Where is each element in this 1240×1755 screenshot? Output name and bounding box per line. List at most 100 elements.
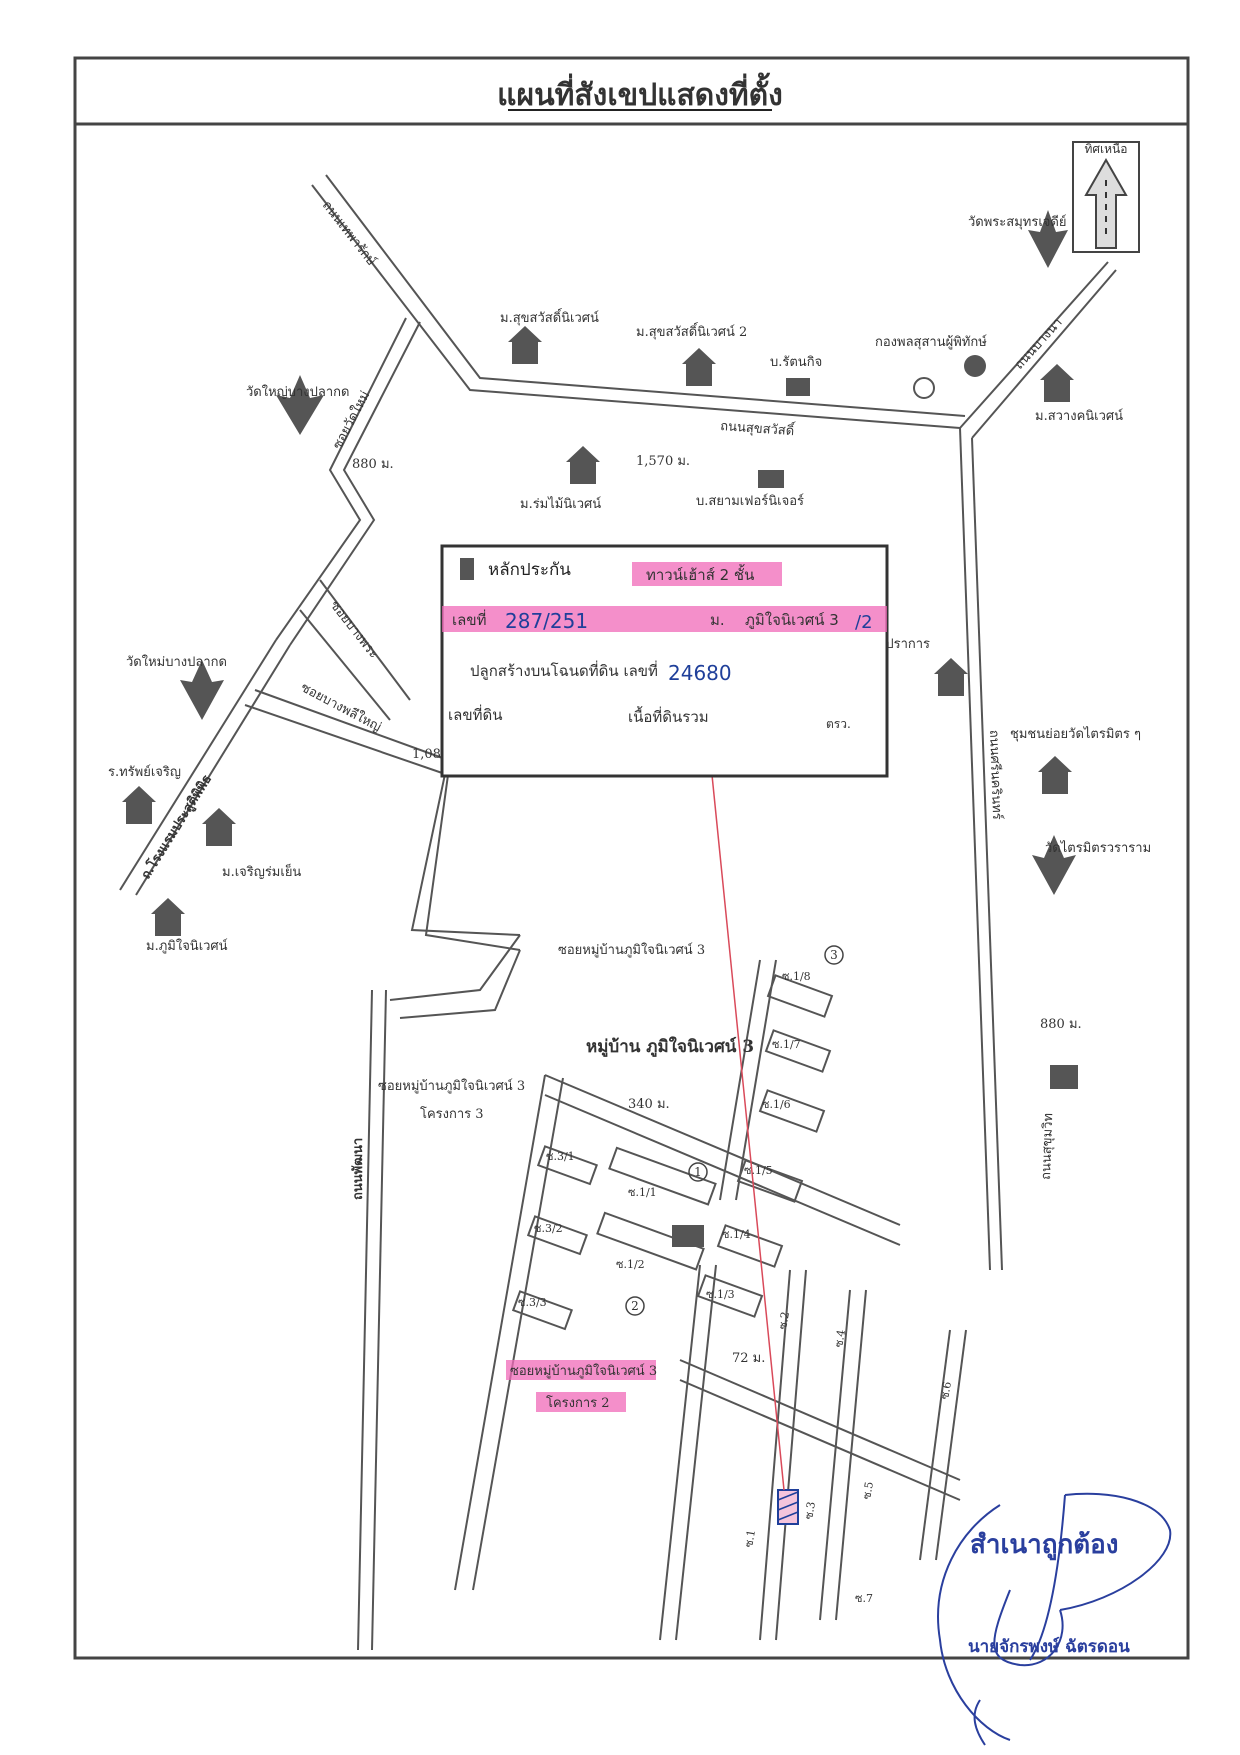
- temple-icon: [180, 660, 224, 720]
- road-label-right-vertical: ถนนศรีนครินทร์: [986, 730, 1005, 820]
- number-circle-icon: [625, 1296, 645, 1316]
- house-icon: [151, 898, 185, 936]
- building-icon: [758, 470, 784, 488]
- signature-scribble: [937, 1492, 1172, 1746]
- lane-label: ซ.1: [742, 1529, 758, 1549]
- temple-icon: [1028, 210, 1068, 268]
- lane-label: ซ.4: [832, 1329, 848, 1349]
- numbered-markers: 3 1 2: [625, 945, 844, 1316]
- landmark-label: ซอยหมู่บ้านภูมิใจนิเวศน์ 3: [558, 942, 705, 958]
- lane-label: ซ.1/8: [782, 970, 811, 983]
- house-icon: [202, 808, 236, 846]
- svg-text:2: 2: [631, 1299, 639, 1313]
- house-number-value: 287/251: [505, 609, 588, 633]
- signer-name: นายจักรพงษ์ ฉัตรดอน: [968, 1636, 1130, 1657]
- building-icon: [786, 378, 810, 396]
- certified-copy-text: สำเนาถูกต้อง: [970, 1530, 1118, 1561]
- lane-label: ซ.3/1: [546, 1150, 575, 1163]
- north-arrow-icon: [1072, 141, 1140, 253]
- road-label-top-horizontal: ถนนสุขสวัสดิ์: [720, 416, 797, 439]
- house-icon: [566, 446, 600, 484]
- landmark-label: ม.ภูมิใจนิเวศน์: [146, 938, 228, 954]
- lane-labels: ซ.1/8 ซ.1/7 ซ.1/6 ซ.1/5 ซ.3/1 ซ.1/1 ซ.1/…: [518, 970, 954, 1605]
- distance-label: 72 ม.: [732, 1351, 765, 1366]
- lane-label: ซ.6: [938, 1381, 954, 1401]
- road-network: [119, 174, 1117, 1651]
- lane-label: ซ.1/4: [722, 1228, 751, 1241]
- pointer-line: [711, 774, 785, 1491]
- landmark-icons: [122, 210, 1078, 1089]
- landmark-label: ร.ทรัพย์เจริญ: [108, 764, 181, 780]
- lane-label: ซ.1/1: [628, 1186, 657, 1199]
- landmark-label: บ.สยามเฟอร์นิเจอร์: [696, 493, 804, 509]
- village-office-icon: [672, 1225, 704, 1247]
- landmark-label: ซอยหมู่บ้านภูมิใจนิเวศน์ 3: [378, 1078, 525, 1094]
- svg-text:1: 1: [694, 1165, 702, 1179]
- landmark-label: วัดใหญ่บางปลากด: [246, 384, 349, 400]
- certification-stamp: สำเนาถูกต้อง นายจักรพงษ์ ฉัตรดอน: [937, 1492, 1172, 1746]
- lane-label: ซ.1/7: [772, 1038, 801, 1051]
- map-title: แผนที่สังเขปแสดงที่ตั้ง: [497, 72, 783, 113]
- highlighted-labels: ซอยหมู่บ้านภูมิใจนิเวศน์ 3 โครงการ 2: [506, 1360, 657, 1412]
- number-circle-icon: [688, 1162, 708, 1182]
- circle-icon: [913, 377, 935, 399]
- landmark-label: ม.สุขสวัสดิ์นิเวศน์: [500, 308, 599, 326]
- lane-label: ซ.1/5: [744, 1164, 773, 1177]
- village-label: ม.: [710, 611, 725, 629]
- lane-label: ซ.5: [860, 1481, 876, 1501]
- distance-label: 880 ม.: [352, 457, 394, 472]
- lane-label: ซ.3: [802, 1501, 818, 1521]
- landmark-label: กองพลสุสานผู้พิทักษ์: [875, 334, 987, 350]
- house-icon: [1040, 364, 1074, 402]
- number-circle-icon: [824, 945, 844, 965]
- collateral-info-box: หลักประกัน ทาวน์เฮ้าส์ 2 ชั้น เลขที่ 287…: [440, 544, 889, 778]
- village-grid: [454, 959, 967, 1641]
- house-icon: [934, 658, 968, 696]
- landmark-label: วัดพระสมุทรเจดีย์: [968, 214, 1066, 230]
- landmark-label: ม.สวางคนิเวศน์: [1035, 408, 1123, 424]
- landmark-label: โครงการ 2: [546, 1395, 610, 1411]
- area-label: เนื้อที่ดินรวม: [628, 706, 709, 726]
- lane-label: ซ.1/2: [616, 1258, 645, 1271]
- landmark-label: วัดใหม่บางปลากด: [126, 654, 227, 670]
- lane-label: ซ.1/6: [762, 1098, 791, 1111]
- distance-labels: 880 ม. 1,570 ม. 1,08 880 ม. 340 ม. 72 ม.: [352, 454, 1082, 1366]
- target-plot-marker: [777, 1489, 799, 1525]
- landmark-label: ม.เจริญร่มเย็น: [222, 862, 301, 880]
- house-icon: [508, 326, 542, 364]
- land-number-label: เลขที่ดิน: [448, 704, 502, 724]
- landmark-label: โครงการ 3: [420, 1106, 484, 1122]
- svg-text:3: 3: [830, 948, 838, 962]
- area-unit: ตรว.: [826, 717, 851, 731]
- house-icon: [1038, 756, 1072, 794]
- collateral-label: หลักประกัน: [488, 560, 571, 580]
- landmark-label: บ.รัตนกิจ: [770, 355, 822, 370]
- deed-number: 24680: [668, 661, 732, 685]
- compass-label: ทิศเหนือ: [1085, 142, 1128, 156]
- badge-icon: [964, 355, 986, 377]
- lane-label: ซ.7: [855, 1592, 873, 1605]
- temple-icon: [1032, 835, 1076, 895]
- landmark-label: ซอยหมู่บ้านภูมิใจนิเวศน์ 3: [510, 1363, 657, 1379]
- temple-icon: [276, 375, 324, 435]
- deed-label: ปลูกสร้างบนโฉนดที่ดิน เลขที่: [470, 660, 658, 680]
- map-frame: [73, 56, 1190, 1660]
- landmark-label: ชุมชนย่อยวัดไตรมิตร ๆ: [1010, 726, 1141, 742]
- village-suffix: /2: [855, 612, 873, 633]
- distance-label: 1,570 ม.: [636, 454, 690, 469]
- lane-label: ซ.1/3: [706, 1288, 735, 1301]
- lane-label: ซ.2: [776, 1311, 792, 1331]
- road-label-lower-diagonal: ถ.โรงแรมประสูติพิพิธ: [137, 771, 215, 882]
- landmark-labels: วัดพระสมุทรเจดีย์ ม.สุขสวัสดิ์นิเวศน์ ม.…: [108, 214, 1151, 1122]
- distance-label: 340 ม.: [628, 1097, 670, 1112]
- landmark-label: วัดไตรมิตรวราราม: [1045, 840, 1151, 856]
- road-label-right-lower: ถนนสุขุมวิท: [1039, 1113, 1056, 1180]
- road-label-bottom-left: ถนนพัฒนา: [351, 1138, 366, 1200]
- building-icon: [1050, 1065, 1078, 1089]
- village-value: ภูมิใจนิเวศน์ 3: [745, 611, 839, 629]
- distance-label: 880 ม.: [1040, 1017, 1082, 1032]
- lane-label: ซ.3/3: [518, 1296, 547, 1309]
- landmark-label: ม.สุขสวัสดิ์นิเวศน์ 2: [636, 322, 747, 340]
- collateral-type: ทาวน์เฮ้าส์ 2 ชั้น: [646, 564, 754, 584]
